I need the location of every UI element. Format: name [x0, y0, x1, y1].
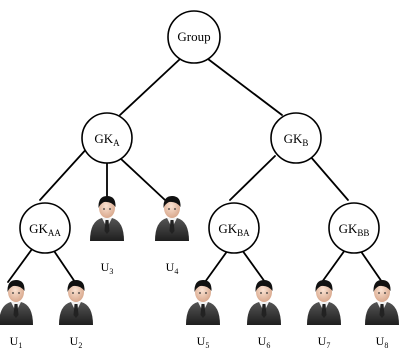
- edge-gkbb-u8: [359, 249, 383, 283]
- edge-gkb-gkba: [229, 155, 276, 201]
- node-gk-bb: GKBB: [328, 202, 380, 254]
- user-u5-label: U5: [197, 334, 210, 350]
- user-u7-label: U7: [318, 334, 331, 350]
- user-u8-label: U8: [376, 334, 389, 350]
- node-gk-aa-label: GKAA: [29, 221, 61, 238]
- node-gk-a-label: GKA: [94, 131, 120, 148]
- node-gk-ba-label: GKBA: [218, 221, 250, 238]
- user-u6: U6: [247, 280, 281, 350]
- edge-gkba-u6: [241, 249, 266, 283]
- node-gk-aa: GKAA: [19, 202, 71, 254]
- user-u2-label: U2: [70, 334, 83, 350]
- user-u2: U2: [59, 280, 93, 350]
- businessman-icon: [365, 280, 399, 325]
- user-u7: U7: [307, 280, 341, 350]
- node-gk-b: GKB: [270, 112, 322, 164]
- businessman-icon: [90, 196, 124, 241]
- user-u1: U1: [0, 280, 33, 350]
- user-u8: U8: [365, 280, 399, 350]
- user-u6-label: U6: [258, 334, 271, 350]
- edge-gkaa-u1: [7, 244, 36, 283]
- edge-gkba-u5: [204, 249, 229, 283]
- edge-gkbb-u7: [321, 249, 346, 283]
- businessman-icon: [0, 280, 33, 325]
- user-u1-label: U1: [10, 334, 23, 350]
- node-gk-a: GKA: [81, 112, 133, 164]
- node-group-label: Group: [177, 29, 210, 44]
- user-u4-label: U4: [166, 260, 179, 276]
- edge-group-gkb: [207, 58, 283, 116]
- businessman-icon: [186, 280, 220, 325]
- edge-gka-u4: [119, 157, 166, 201]
- edge-gkb-gkbb: [309, 155, 349, 201]
- businessman-icon: [247, 280, 281, 325]
- businessman-icon: [307, 280, 341, 325]
- user-u3-label: U3: [101, 260, 114, 276]
- node-gk-b-label: GKB: [284, 131, 309, 148]
- node-gk-ba: GKBA: [208, 202, 260, 254]
- node-group: Group: [167, 10, 221, 64]
- user-u5: U5: [186, 280, 220, 350]
- tree-edges: [7, 58, 383, 283]
- user-u4: U4: [155, 196, 189, 276]
- edge-group-gka: [119, 58, 181, 116]
- node-gk-bb-label: GKBB: [339, 221, 370, 238]
- user-u3: U3: [90, 196, 124, 276]
- businessman-icon: [155, 196, 189, 241]
- edge-gka-gkaa: [39, 144, 91, 201]
- businessman-icon: [59, 280, 93, 325]
